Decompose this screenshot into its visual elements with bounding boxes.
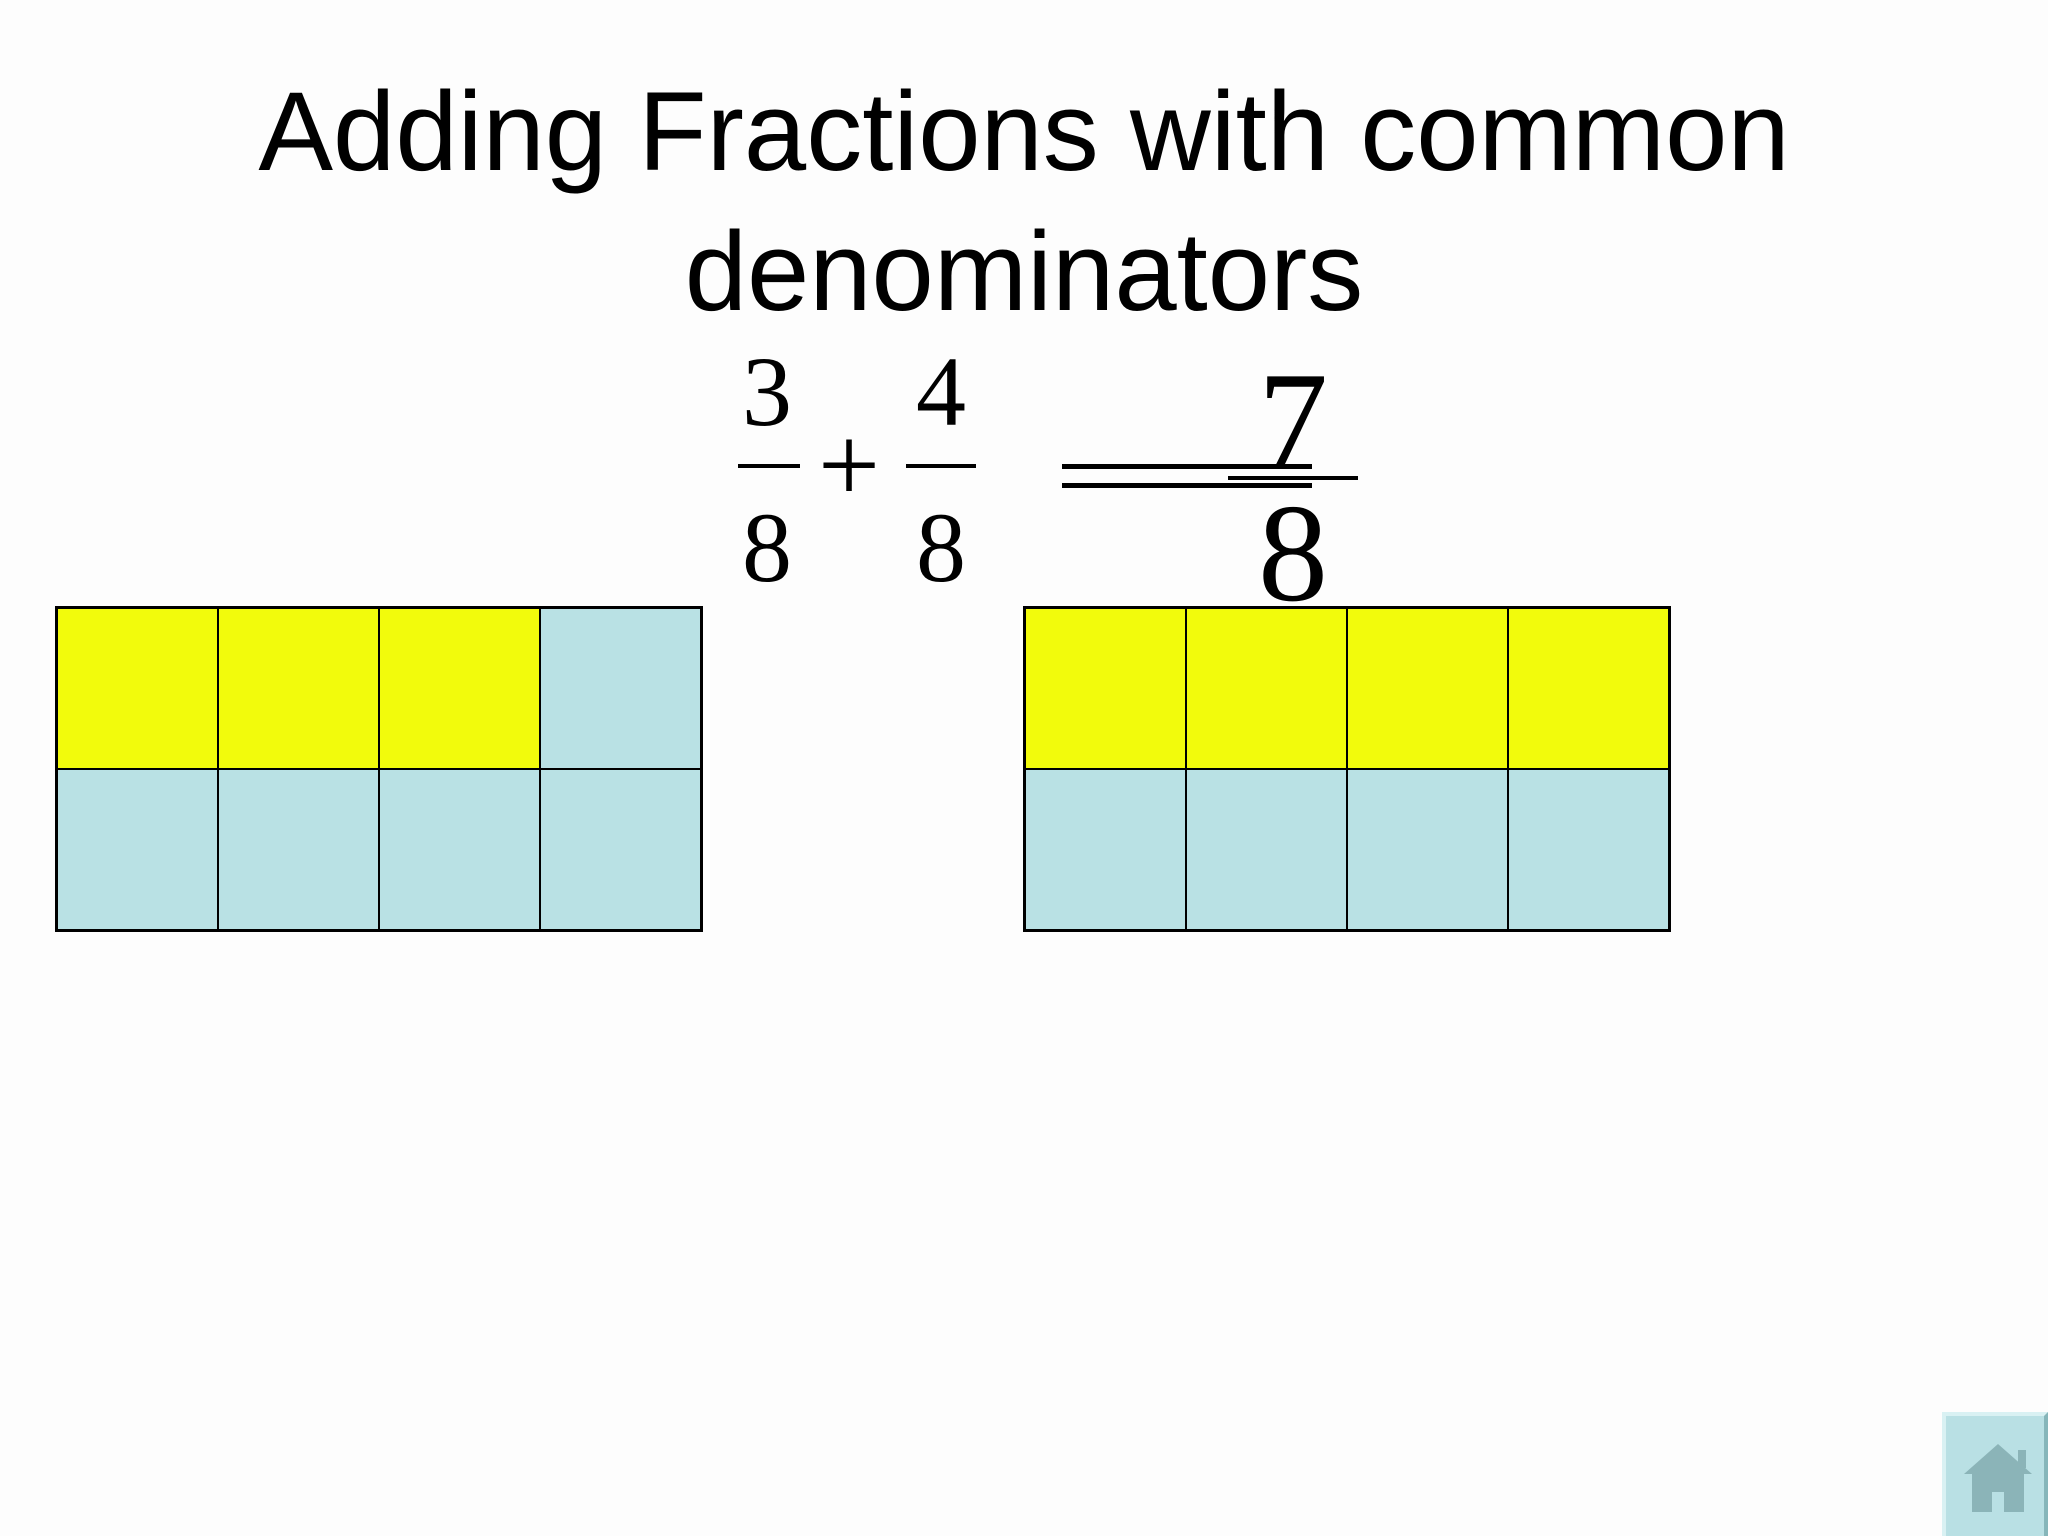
- grid-cell-empty: [1347, 769, 1508, 930]
- result-bar: [1228, 476, 1358, 480]
- grid-cell-shaded: [1508, 608, 1669, 769]
- grid-cell-shaded: [57, 608, 218, 769]
- grid-cell-empty: [540, 769, 701, 930]
- home-icon: [1964, 1444, 2032, 1512]
- grid-cell-shaded: [1186, 608, 1347, 769]
- grid-cell-shaded: [1347, 608, 1508, 769]
- fraction-2-bar: [906, 464, 976, 468]
- fraction-2-denominator: 8: [916, 492, 966, 603]
- home-button[interactable]: [1942, 1412, 2048, 1536]
- grid-cell-shaded: [379, 608, 540, 769]
- fraction-grid-four-eighths: [1023, 606, 1671, 932]
- grid-cell-shaded: [1025, 608, 1186, 769]
- grid-cell-empty: [540, 608, 701, 769]
- grid-cell-empty: [57, 769, 218, 930]
- fraction-2-numerator: 4: [916, 336, 966, 447]
- equals-line-top: [1062, 464, 1312, 469]
- grid-cell-empty: [218, 769, 379, 930]
- fraction-1-numerator: 3: [742, 336, 792, 447]
- grid-cell-empty: [1186, 769, 1347, 930]
- plus-sign: +: [818, 404, 881, 526]
- grid-cell-empty: [379, 769, 540, 930]
- equals-line-bottom: [1062, 483, 1312, 488]
- title-line-2: denominators: [684, 209, 1364, 334]
- grid-cell-empty: [1508, 769, 1669, 930]
- result-denominator: 8: [1258, 476, 1328, 631]
- result-numerator: 7: [1258, 344, 1328, 499]
- slide-title: Adding Fractions with common denominator…: [0, 62, 2048, 342]
- fraction-grid-three-eighths: [55, 606, 703, 932]
- fraction-1-bar: [738, 464, 800, 468]
- grid-cell-empty: [1025, 769, 1186, 930]
- title-line-1: Adding Fractions with common: [258, 69, 1790, 194]
- grid-cell-shaded: [218, 608, 379, 769]
- fraction-1-denominator: 8: [742, 492, 792, 603]
